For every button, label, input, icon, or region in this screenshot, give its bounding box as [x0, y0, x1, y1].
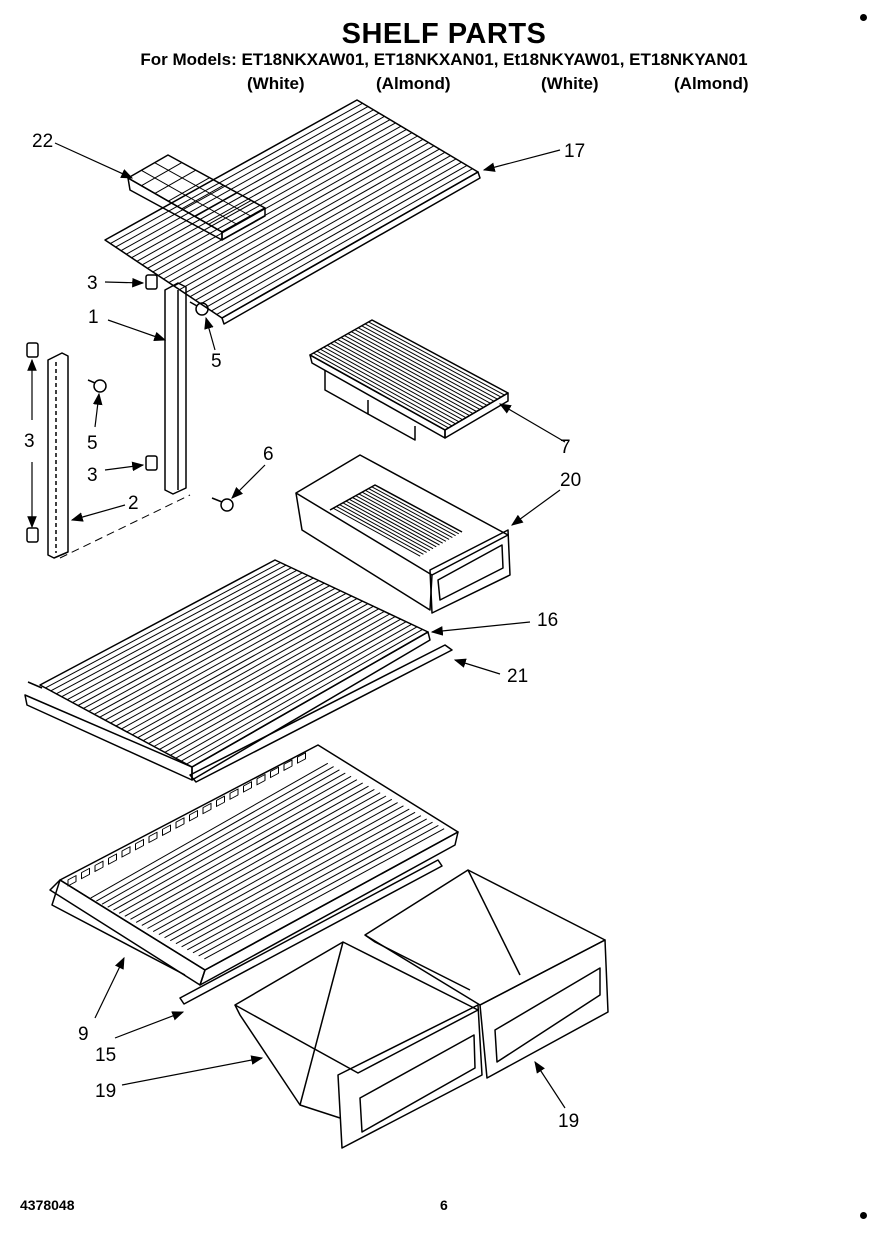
callout-17: 17	[564, 141, 586, 162]
callout-2: 2	[128, 493, 139, 514]
upper-wire-shelf	[104, 99, 481, 325]
main-shelf-16	[24, 559, 431, 781]
callout-3-lower: 3	[87, 465, 98, 486]
callout-1: 1	[88, 307, 99, 328]
callout-6: 6	[263, 444, 274, 465]
sliding-shelf-7	[309, 319, 509, 441]
shelf-support-rail-2	[47, 352, 191, 559]
screw-6	[211, 497, 234, 512]
ice-cube-tray	[127, 154, 266, 241]
callout-20: 20	[560, 470, 582, 491]
callout-22: 22	[32, 131, 54, 152]
callout-7: 7	[560, 437, 571, 458]
callout-19-left: 19	[95, 1081, 117, 1102]
shelf-support-bracket-1	[164, 282, 187, 495]
page-title: SHELF PARTS	[341, 18, 547, 50]
document-number: 4378048	[20, 1197, 75, 1213]
crisper-cover-9	[49, 744, 459, 986]
color-label-4: (Almond)	[674, 74, 749, 93]
color-label-3: (White)	[541, 74, 599, 93]
page-number: 6	[440, 1197, 448, 1213]
crisper-trim-15	[179, 859, 443, 1005]
color-label-1: (White)	[247, 74, 305, 93]
callout-19-right: 19	[558, 1111, 580, 1132]
corner-mark-bottom-right	[860, 1212, 867, 1219]
callout-9: 9	[78, 1024, 89, 1045]
callout-15: 15	[95, 1045, 117, 1066]
callout-5-left: 5	[87, 433, 98, 454]
callout-3-left: 3	[24, 431, 35, 452]
screw-5	[87, 301, 209, 393]
crisper-drawer-19-right	[364, 869, 609, 1079]
color-label-2: (Almond)	[376, 74, 451, 93]
callout-3-upper: 3	[87, 273, 98, 294]
shelf-trim-21	[189, 644, 453, 783]
storage-pan-20	[295, 454, 511, 614]
models-line: For Models: ET18NKXAW01, ET18NKXAN01, Et…	[140, 50, 748, 69]
callout-21: 21	[507, 666, 529, 687]
callout-16: 16	[537, 610, 559, 631]
callout-5-right: 5	[211, 351, 222, 372]
crisper-drawer-19-left	[234, 941, 483, 1149]
corner-mark-top-right	[860, 14, 867, 21]
